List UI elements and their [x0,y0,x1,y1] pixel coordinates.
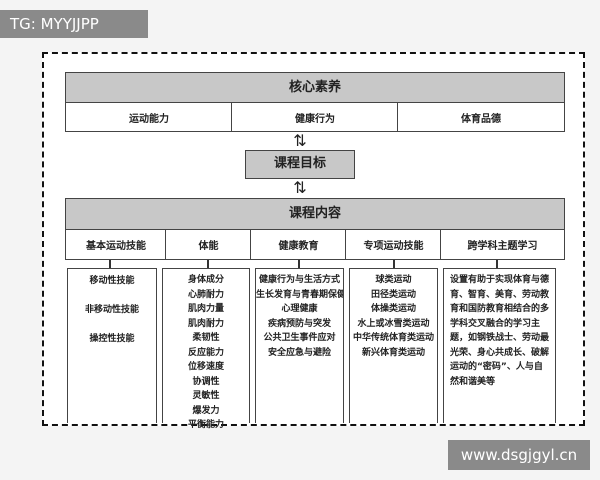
bidirectional-arrow-icon: ⇅ [293,178,307,197]
list-item: 非移动性技能 [84,305,139,315]
list-item: 反应能力 [187,347,224,358]
connector [298,260,300,268]
list-item: 肌肉耐力 [187,318,224,329]
list-item: 水上或冰雪类运动 [357,318,430,329]
list-item: 协调性 [192,376,220,387]
list-item: 心理健康 [281,304,318,314]
list-item: 移动性技能 [89,276,135,286]
list-item: 疾病预防与突发 [267,318,331,329]
list-item: 心肺耐力 [187,289,224,300]
connector [496,260,498,268]
core-item: 运动能力 [65,102,233,132]
list-item: 灵敏性 [192,391,220,401]
bidirectional-arrow-icon: ⇅ [293,131,307,150]
list-item: 安全应急与避险 [267,347,331,358]
core-item: 健康行为 [231,102,399,132]
content-title: 课程内容 [65,198,565,231]
list-item: 中华传统体育类运动 [352,333,434,343]
connector [393,260,395,268]
list-item: 球类运动 [375,275,412,285]
goal-box: 课程目标 [245,150,355,179]
core-item: 体育品德 [397,102,565,132]
list-item: 健康行为与生活方式 [258,275,340,285]
column-basic-skills: 移动性技能 非移动性技能 操控性技能 [67,268,157,423]
list-item: 新兴体育类运动 [361,347,425,358]
list-item: 平衡能力 [187,420,224,430]
list-item: 操控性技能 [89,334,135,344]
list-item: 爆发力 [192,405,220,416]
list-item: 柔韧性 [192,333,220,343]
list-item: 肌肉力量 [187,304,224,314]
content-header: 健康教育 [250,229,347,260]
content-header: 体能 [165,229,252,260]
list-item: 公共卫生事件应对 [263,333,336,343]
core-title: 核心素养 [65,72,565,104]
column-special-skills: 球类运动 田径类运动 体操类运动 水上或冰雪类运动 中华传统体育类运动 新兴体育… [349,268,438,423]
content-header: 跨学科主题学习 [440,229,565,260]
tag-label: TG: MYYJJPP [0,10,148,38]
list-item: 体操类运动 [370,304,416,314]
watermark: www.dsgjgyl.cn [448,440,590,470]
connector [207,260,209,268]
content-header: 基本运动技能 [65,229,167,260]
column-health-education: 健康行为与生活方式 生长发育与青春期保健 心理健康 疾病预防与突发 公共卫生事件… [255,268,344,423]
list-item: 设置有助于实现体育与德育、智育、美育、劳动教育和国防教育相结合的多学科交叉融合的… [450,275,550,387]
connector [109,260,111,268]
list-item: 身体成分 [187,275,224,285]
list-item: 生长发育与青春期保健 [256,289,344,300]
content-header: 专项运动技能 [345,229,442,260]
column-fitness: 身体成分 心肺耐力 肌肉力量 肌肉耐力 柔韧性 反应能力 位移速度 协调性 灵敏… [162,268,250,430]
list-item: 田径类运动 [370,289,416,300]
list-item: 位移速度 [187,362,224,372]
column-interdisciplinary: 设置有助于实现体育与德育、智育、美育、劳动教育和国防教育相结合的多学科交叉融合的… [443,268,556,423]
